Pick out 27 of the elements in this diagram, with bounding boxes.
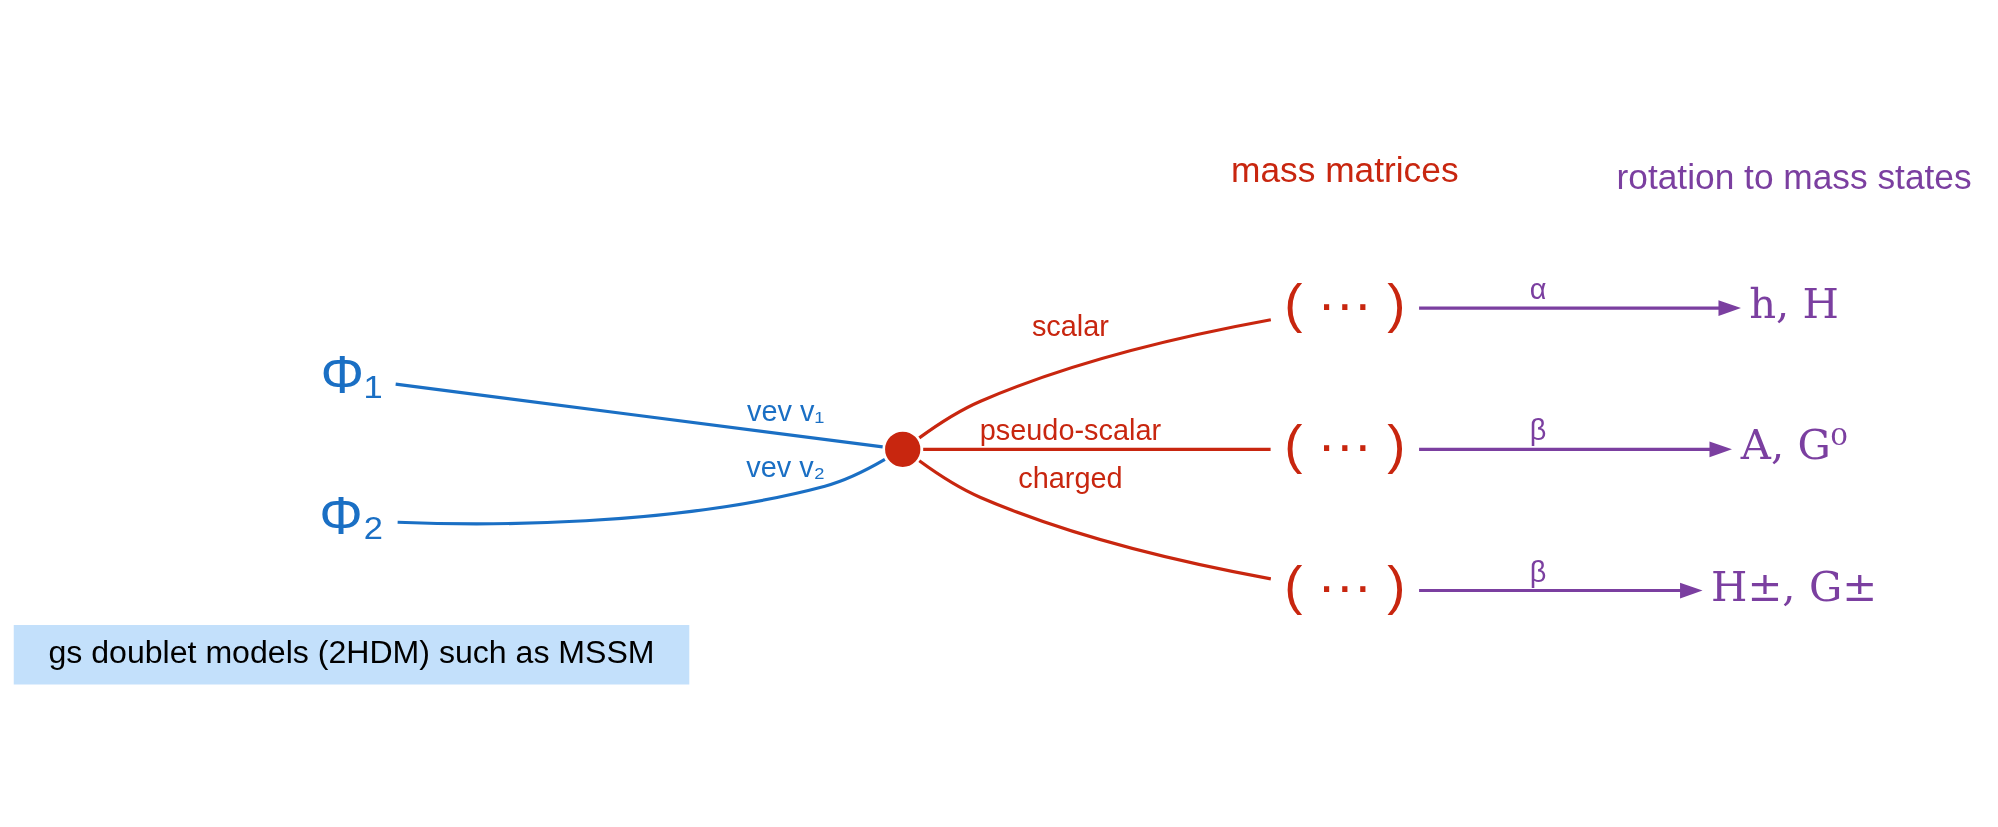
edge-label: β: [1529, 555, 1547, 588]
edge-label: α: [1529, 272, 1547, 305]
node-text: ( ··· ): [1284, 554, 1406, 616]
node-text: H±, G±: [1711, 561, 1878, 611]
node-text: ( ··· ): [1284, 413, 1406, 475]
node-text: Φ₂: [319, 484, 384, 546]
edge-label: scalar: [1031, 309, 1109, 342]
arrow: [1419, 299, 1741, 316]
node-text: h, H: [1749, 278, 1839, 328]
edge-label: vev v₁: [747, 394, 825, 427]
edge-label: vev v₂: [746, 450, 825, 483]
node-text: A, G⁰: [1740, 419, 1848, 469]
node-box: gs doublet models (2HDM) such as MSSM: [13, 624, 690, 684]
edge-label: pseudo-scalar: [979, 413, 1162, 446]
edge-label: charged: [1018, 461, 1123, 494]
connector: [395, 382, 883, 449]
connector: [918, 317, 1272, 439]
node-text: Φ₁: [320, 343, 383, 405]
arrow: [1419, 582, 1703, 598]
label: rotation to mass states: [1616, 156, 1972, 196]
label: mass matrices: [1231, 149, 1459, 189]
node-text: ( ··· ): [1284, 272, 1406, 334]
connector: [918, 458, 1272, 580]
connector: [397, 457, 886, 525]
arrow: [1419, 440, 1732, 457]
edge-label: β: [1529, 413, 1547, 446]
connector: [923, 447, 1271, 451]
